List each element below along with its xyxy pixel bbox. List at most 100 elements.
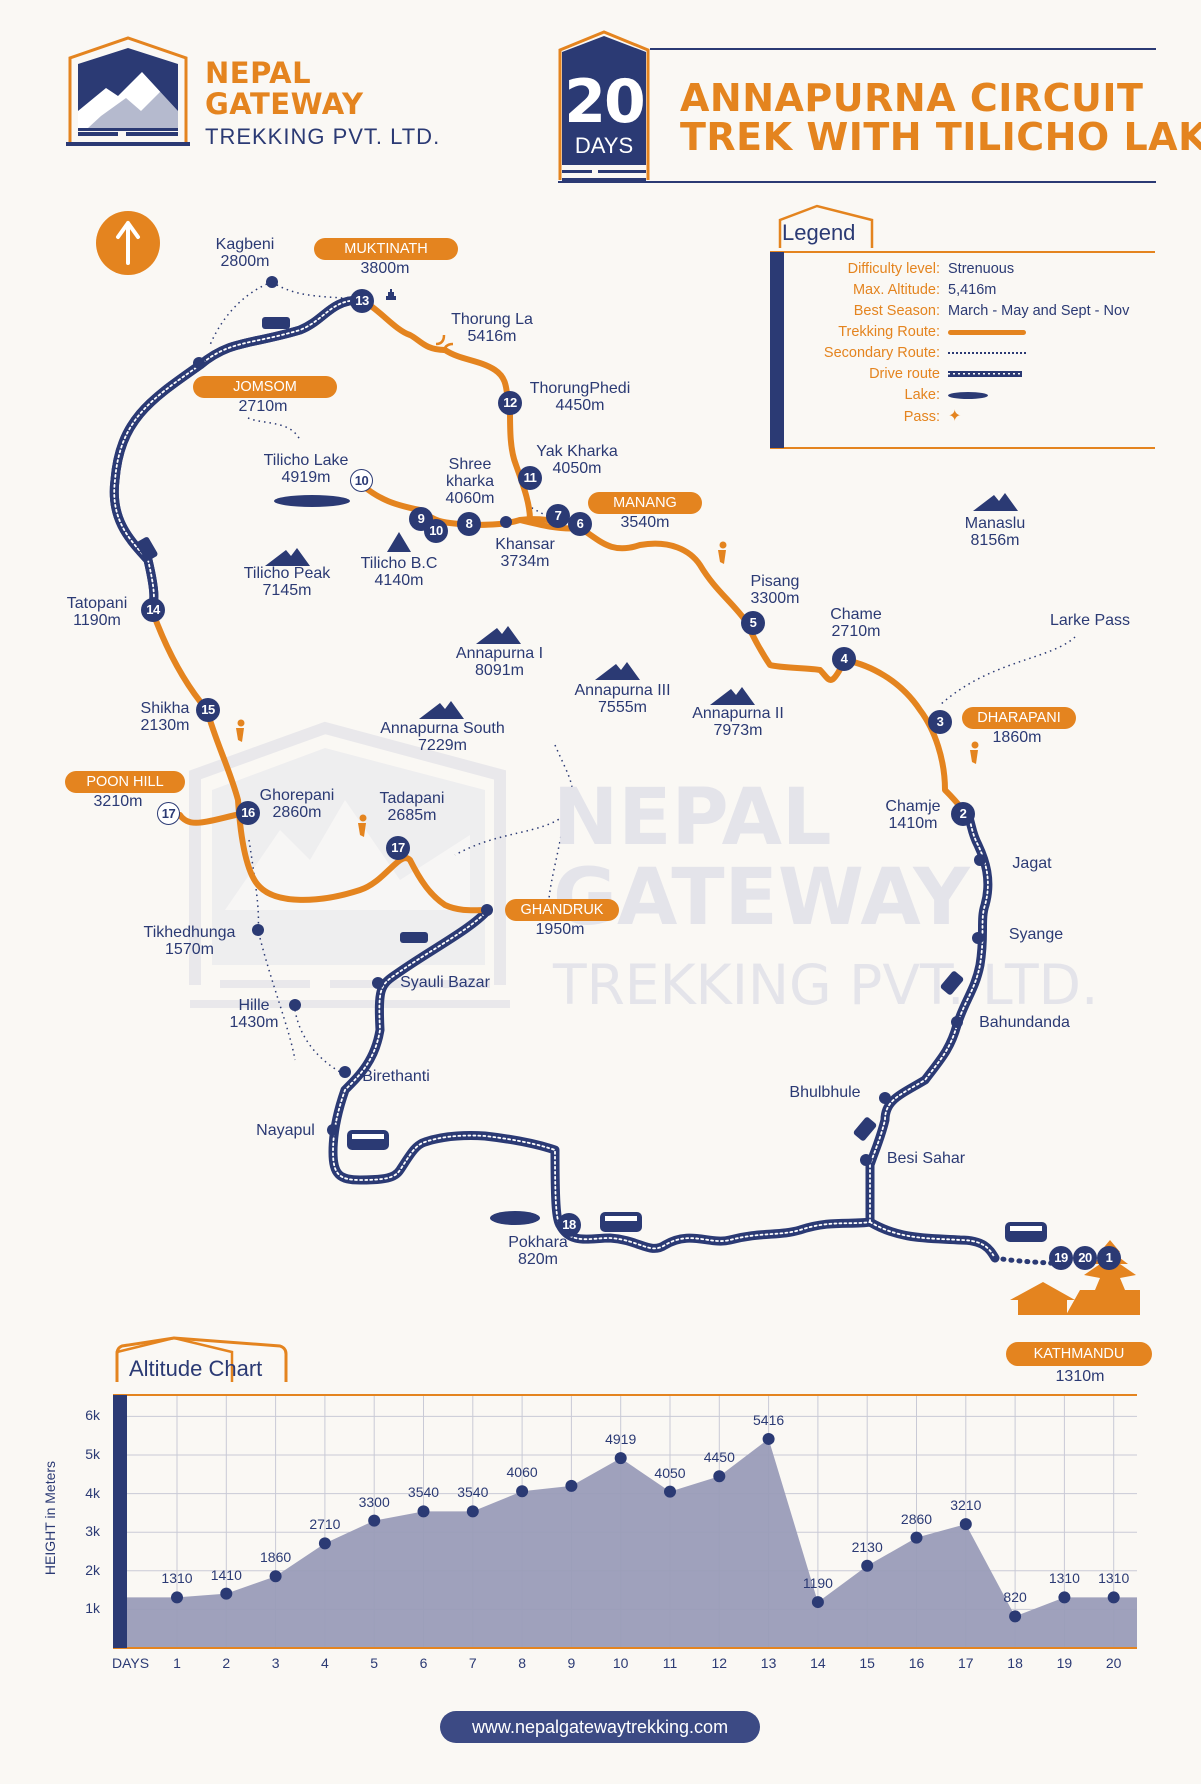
chart-point-label: 1310 [1098,1570,1130,1587]
lake-icon [490,1211,540,1225]
day-node-17-tadapani[interactable]: 17 [386,836,410,860]
legend-row-lake: Lake: [770,385,1129,406]
logo-mountain-icon [66,36,190,146]
bus-icons [347,1130,1047,1242]
day-node-3[interactable]: 3 [928,710,952,734]
website-link[interactable]: www.nepalgatewaytrekking.com [440,1711,760,1743]
place-pill-dharapani[interactable]: DHARAPANI [962,707,1076,729]
day-node-1[interactable]: 1 [1097,1246,1121,1270]
chart-point-label: 3540 [457,1484,489,1501]
page-title-line1: ANNAPURNA CIRCUIT [680,76,1144,120]
place-pill-poon-hill[interactable]: POON HILL [65,771,185,793]
watermark-logo [189,721,510,1008]
chart-point-label: 4919 [605,1431,637,1448]
day-node-14[interactable]: 14 [141,598,165,622]
days-label: DAYS [574,133,634,158]
day-node-11[interactable]: 11 [518,466,542,490]
day-node-7[interactable]: 7 [546,504,570,528]
place-label-bhulbhule[interactable]: Bhulbhule [789,1084,861,1101]
place-pill-manang[interactable]: MANANG [588,492,702,514]
brand-name-line1: NEPAL [205,56,312,90]
place-label-birethanti[interactable]: Birethanti [362,1068,430,1085]
day-node-18[interactable]: 18 [557,1213,581,1237]
chart-x-tick: 5 [370,1655,379,1671]
chart-y-tick: 4k [85,1484,100,1501]
day-node-2[interactable]: 2 [951,802,975,826]
place-label-nayapul[interactable]: Nayapul [256,1122,315,1139]
day-node-4[interactable]: 4 [832,647,856,671]
chart-x-tick: 18 [1007,1655,1023,1671]
chart-point-label: 2860 [900,1510,933,1527]
place-label-bahundanda[interactable]: Bahundanda [979,1014,1070,1031]
place-pill-muktinath[interactable]: MUKTINATH [314,238,458,260]
tent-icon [387,532,411,552]
chart-x-tick: 19 [1056,1655,1073,1671]
legend-row-trekking-route: Trekking Route: [770,322,1129,343]
day-node-16[interactable]: 16 [236,801,260,825]
lake-swatch-icon [948,391,988,399]
legend-row-best-season: Best Season:March - May and Sept - Nov [853,303,1130,319]
day-node-20[interactable]: 20 [1073,1246,1097,1270]
place-pill-kathmandu[interactable]: KATHMANDU [1006,1342,1152,1366]
place-alt-dharapani: 1860m [992,729,1042,746]
vehicle-icons [136,317,964,1141]
chart-x-tick: 13 [760,1655,777,1671]
day-node-17-poon-hill[interactable]: 17 [157,802,180,825]
chart-point-label: 1410 [210,1566,242,1583]
day-node-15[interactable]: 15 [196,698,220,722]
place-pill-jomsom[interactable]: JOMSOM [193,376,337,398]
chart-point-label: 4050 [654,1464,686,1481]
day-node-6[interactable]: 6 [568,512,592,536]
place-pill-ghandruk[interactable]: GHANDRUK [505,899,619,921]
lake-icon [274,495,350,507]
chart-point-label: 2130 [851,1538,883,1555]
chart-y-tick: 6k [85,1407,100,1424]
chart-x-tick: 16 [908,1655,925,1671]
day-node-19[interactable]: 19 [1049,1246,1073,1270]
day-node-5[interactable]: 5 [741,611,765,635]
place-alt-manang: 3540m [620,514,670,531]
place-label-larke-pass[interactable]: Larke Pass [1049,612,1131,629]
altitude-chart-title: Altitude Chart [129,1356,263,1381]
day-node-13[interactable]: 13 [350,289,374,313]
chart-point-label: 3300 [358,1493,390,1510]
chart-x-axis-label: DAYS [112,1655,150,1671]
secondary-route-swatch [948,352,1026,355]
place-label-syange[interactable]: Syange [1008,926,1064,943]
temple-icon [386,289,396,300]
day-node-8[interactable]: 8 [457,512,481,536]
day-node-10-return[interactable]: 10 [424,519,448,543]
day-node-10-tilicho-lake[interactable]: 10 [350,469,373,492]
brand-tagline: TREKKING PVT. LTD. [205,124,441,149]
day-node-12[interactable]: 12 [498,391,522,415]
place-label-jagat[interactable]: Jagat [1012,855,1052,872]
place-label-besi-sahar[interactable]: Besi Sahar [886,1150,966,1167]
place-label-syauli-bazar[interactable]: Syauli Bazar [400,974,490,991]
chart-point-label: 3210 [950,1497,982,1514]
chart-x-tick: 7 [468,1655,477,1671]
